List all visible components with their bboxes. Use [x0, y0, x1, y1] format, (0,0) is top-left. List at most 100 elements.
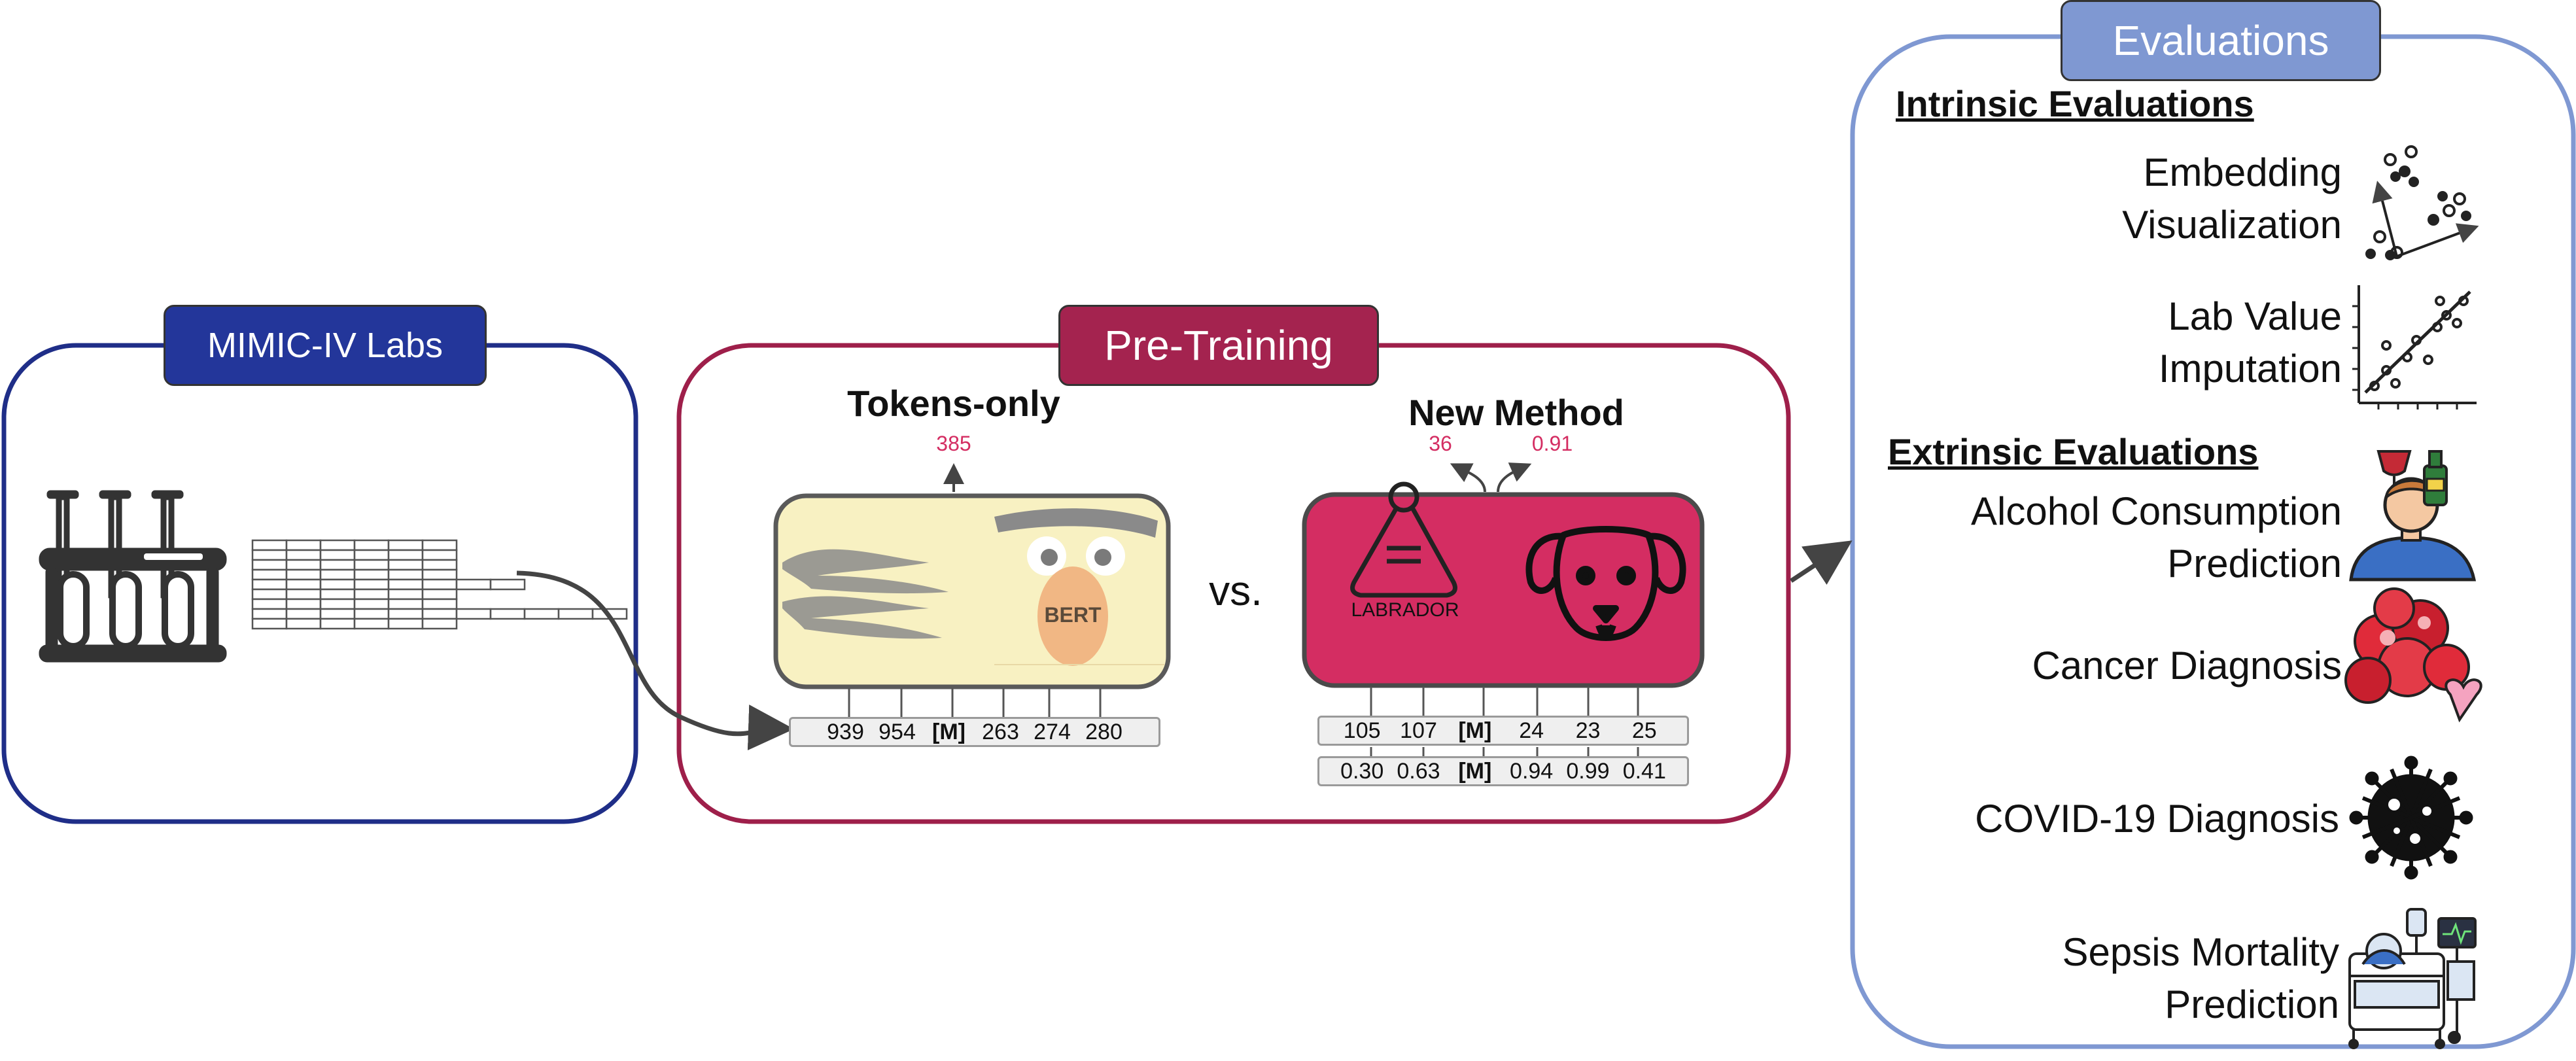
eval-item-line2: Prediction: [2167, 542, 2342, 585]
table-cell: [319, 549, 356, 561]
intrinsic-evaluations-heading: Intrinsic Evaluations: [1896, 83, 2254, 124]
flow-arrow-mimic-to-pretraining: [516, 570, 794, 751]
table-cell: [251, 559, 288, 571]
token: 105: [1343, 718, 1381, 743]
table-cell: [387, 568, 424, 581]
token: 274: [1034, 719, 1071, 744]
labrador-model-card: [1302, 481, 1705, 688]
labrador-token-prediction-arrow: [1450, 463, 1486, 493]
table-cell: [353, 588, 390, 600]
eval-item-covid-diagnosis: COVID-19 Diagnosis: [1897, 793, 2339, 852]
eval-item-line1: COVID-19 Diagnosis: [1975, 797, 2339, 841]
extrinsic-evaluations-heading: Extrinsic Evaluations: [1888, 431, 2259, 472]
table-cell: [251, 588, 288, 600]
table-cell: [387, 598, 424, 610]
table-cell: [523, 608, 560, 620]
versus-label: vs.: [1209, 567, 1262, 614]
table-cell: [387, 617, 424, 630]
table-cell: [353, 539, 390, 551]
bert-model-card: [773, 493, 1171, 689]
token: 280: [1085, 719, 1123, 744]
eval-item-sepsis-mortality: Sepsis Mortality Prediction: [1897, 926, 2339, 1037]
mimic-panel-title: MIMIC-IV Labs: [164, 305, 487, 386]
table-cell: [251, 549, 288, 561]
token: 107: [1400, 718, 1437, 743]
table-cell: [421, 568, 458, 581]
evaluations-panel-title: Evaluations: [2061, 0, 2381, 81]
table-cell: [421, 608, 458, 620]
labrador-value-row: 0.30 0.63 [M] 0.94 0.99 0.41: [1317, 756, 1689, 786]
person-with-drinks-icon: [2349, 450, 2477, 582]
table-cell: [387, 559, 424, 571]
table-cell: [319, 617, 356, 630]
labrador-token-row: 105 107 [M] 24 23 25: [1317, 716, 1689, 746]
table-cell: [455, 578, 492, 591]
table-cell: [285, 608, 322, 620]
table-cell: [421, 617, 458, 630]
table-cell: [489, 608, 526, 620]
mask-token: [M]: [1458, 718, 1492, 743]
pretraining-panel-title: Pre-Training: [1058, 305, 1379, 386]
labrador-value-prediction: 0.91: [1531, 432, 1573, 455]
table-cell: [421, 578, 458, 591]
table-cell: [319, 608, 356, 620]
lab-value: 0.94: [1510, 758, 1554, 784]
table-cell: [557, 608, 594, 620]
eval-item-embedding-visualization: Embedding Visualization: [1897, 147, 2342, 258]
table-cell: [285, 549, 322, 561]
table-cell: [353, 578, 390, 591]
tokens-only-label: Tokens-only: [847, 383, 1060, 424]
table-cell: [251, 608, 288, 620]
lab-value: 0.41: [1622, 758, 1666, 784]
token: 25: [1631, 718, 1657, 743]
data-table-icon: [251, 539, 628, 630]
table-cell: [353, 559, 390, 571]
table-cell: [285, 617, 322, 630]
test-tube-rack-icon: [39, 490, 227, 663]
eval-item-line1: Alcohol Consumption: [1971, 489, 2342, 533]
eval-item-line1: Lab Value: [2168, 294, 2342, 338]
table-cell: [319, 578, 356, 591]
eval-item-line1: Cancer Diagnosis: [2032, 644, 2342, 687]
table-cell: [319, 598, 356, 610]
lab-value: 0.63: [1397, 758, 1440, 784]
labrador-model-label: LABRADOR: [1351, 599, 1459, 621]
table-cell: [285, 598, 322, 610]
eval-item-line2: Imputation: [2158, 347, 2342, 391]
token: 263: [982, 719, 1019, 744]
mask-token: [M]: [1458, 758, 1492, 784]
labrador-value-prediction-arrow: [1497, 462, 1532, 493]
bert-model-label: BERT: [1044, 603, 1102, 627]
eval-item-alcohol-consumption: Alcohol Consumption Prediction: [1897, 485, 2342, 597]
eval-item-line1: Embedding: [2143, 150, 2342, 194]
labrador-token-connectors: [1370, 687, 1639, 757]
new-method-label: New Method: [1408, 392, 1624, 433]
table-cell: [353, 608, 390, 620]
dog-face-icon: [1525, 526, 1686, 641]
lab-value: 0.30: [1340, 758, 1384, 784]
table-cell: [353, 549, 390, 561]
eval-item-line2: Visualization: [2122, 203, 2342, 247]
table-cell: [251, 539, 288, 551]
token: 24: [1519, 718, 1544, 743]
table-cell: [387, 578, 424, 591]
table-cell: [421, 549, 458, 561]
eval-item-cancer-diagnosis: Cancer Diagnosis: [1897, 640, 2342, 699]
regression-plot-icon: [2352, 285, 2477, 409]
labrador-token-prediction: 36: [1429, 432, 1452, 455]
table-cell: [455, 608, 492, 620]
cancer-cells-icon: [2344, 587, 2482, 723]
bert-token-row: 939 954 [M] 263 274 280: [789, 717, 1160, 747]
table-cell: [387, 549, 424, 561]
table-cell: [319, 588, 356, 600]
table-cell: [353, 617, 390, 630]
token: 23: [1575, 718, 1601, 743]
table-cell: [421, 539, 458, 551]
table-cell: [387, 539, 424, 551]
eval-item-lab-value-imputation: Lab Value Imputation: [1897, 290, 2342, 402]
token: 939: [827, 719, 864, 744]
flame-decoration-icon: [782, 549, 949, 639]
table-cell: [353, 568, 390, 581]
table-cell: [319, 539, 356, 551]
